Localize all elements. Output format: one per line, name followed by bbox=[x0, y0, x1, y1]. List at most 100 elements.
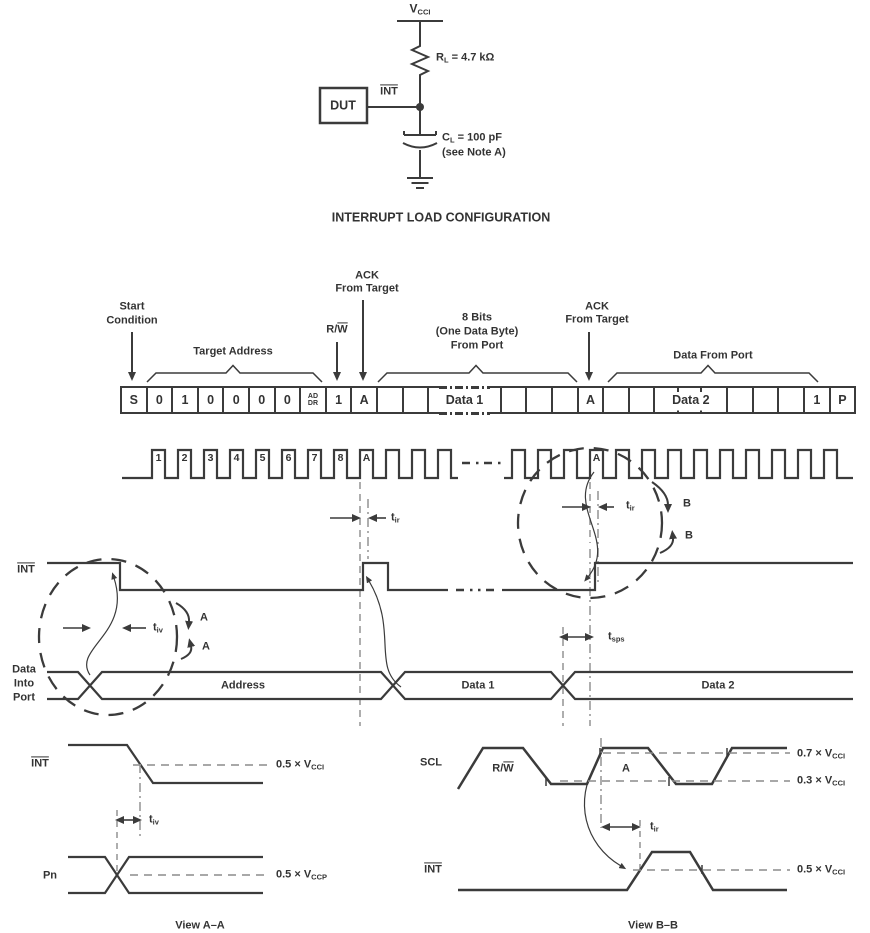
clock-label-4: 4 bbox=[234, 452, 240, 464]
bus-address-label: Address bbox=[220, 679, 266, 692]
view-b-ref-03: 0.3 × VCCI bbox=[797, 774, 846, 788]
timing-arrows bbox=[63, 503, 614, 641]
view-a-tiv-label: tiv bbox=[149, 813, 159, 827]
cell-bit: 0 bbox=[148, 388, 174, 412]
frame-braces bbox=[146, 364, 819, 383]
crossing-ticks bbox=[545, 748, 728, 874]
int-signal-label: INT bbox=[17, 563, 35, 576]
cell-bit bbox=[553, 388, 579, 412]
bus-data1-label: Data 1 bbox=[461, 679, 495, 692]
view-b-ref-05: 0.5 × VCCI bbox=[797, 863, 846, 877]
cell-bit: 0 bbox=[199, 388, 225, 412]
view-b-scl-label: SCL bbox=[420, 756, 442, 769]
view-b-ref-label-1: B bbox=[683, 497, 691, 510]
clock-label-3: 3 bbox=[208, 452, 214, 464]
bits-label-1: 8 Bits bbox=[462, 311, 492, 324]
detail-circles bbox=[37, 446, 664, 717]
view-b-int-label: INT bbox=[424, 863, 442, 876]
clock-label-ack: A bbox=[363, 452, 371, 464]
detail-circle-b bbox=[516, 446, 664, 600]
view-a-ref-pn: 0.5 × VCCP bbox=[276, 868, 328, 882]
view-b-scl-wave bbox=[456, 746, 787, 790]
view-b-ref-07: 0.7 × VCCI bbox=[797, 747, 846, 761]
view-a-int-wave bbox=[68, 743, 263, 785]
cap-note: (see Note A) bbox=[442, 146, 506, 159]
cell-bit: 0 bbox=[250, 388, 276, 412]
cell-bit: 0 bbox=[224, 388, 250, 412]
bits-label-2: (One Data Byte) bbox=[435, 325, 519, 338]
cell-bit bbox=[404, 388, 430, 412]
cell-ack2: A bbox=[579, 388, 605, 412]
tiv-label: tiv bbox=[153, 621, 163, 635]
view-b-caption: View B–B bbox=[628, 919, 678, 932]
cell-bit: 0 bbox=[276, 388, 302, 412]
view-b-rw-label: R/W bbox=[492, 762, 514, 775]
cell-ack: A bbox=[352, 388, 378, 412]
bus-data2-label: Data 2 bbox=[701, 679, 735, 692]
data-byte-brace bbox=[377, 364, 578, 383]
cell-bit bbox=[378, 388, 404, 412]
cell-data1: Data 1 bbox=[429, 385, 502, 415]
view-a-pn-label: Pn bbox=[42, 869, 58, 882]
bits-label-3: From Port bbox=[450, 339, 504, 352]
sub: CCI bbox=[417, 7, 431, 17]
view-a-arrow-up bbox=[180, 638, 196, 660]
ack2-label-2: From Target bbox=[565, 313, 629, 326]
target-address-label: Target Address bbox=[193, 345, 273, 358]
cell-bit bbox=[754, 388, 780, 412]
view-arrows bbox=[175, 481, 678, 660]
start-condition-label-2: Condition bbox=[106, 314, 158, 327]
port-label-1: Data bbox=[12, 663, 36, 676]
circuit-title: INTERRUPT LOAD CONFIGURATION bbox=[331, 210, 551, 225]
vcc-label: VCCI bbox=[409, 1, 431, 17]
dut-label: DUT bbox=[330, 98, 356, 113]
clock-label-2: 2 bbox=[182, 452, 188, 464]
target-address-brace bbox=[146, 364, 323, 383]
view-b-ref-label-2: B bbox=[685, 529, 693, 542]
ack2-label-1: ACK bbox=[585, 300, 609, 313]
view-b-arrow-up bbox=[659, 530, 678, 554]
view-b-ack-label: A bbox=[622, 762, 630, 775]
rl-label: RL = 4.7 kΩ bbox=[436, 51, 495, 65]
detail-circle-a bbox=[37, 557, 179, 717]
clock-label-1: 1 bbox=[156, 452, 162, 464]
capacitor-top-plate bbox=[403, 131, 437, 136]
cl-label: CL = 100 pF bbox=[442, 131, 502, 145]
view-a-ref-label-2: A bbox=[202, 640, 210, 653]
view-a-int-label: INT bbox=[31, 757, 49, 770]
cell-bit bbox=[527, 388, 554, 412]
cell-one: 1 bbox=[805, 388, 831, 412]
ack1-label-2: From Target bbox=[335, 282, 399, 295]
dut-box bbox=[318, 86, 369, 125]
cell-stop: P bbox=[838, 393, 847, 407]
cell-bit bbox=[728, 388, 754, 412]
data-from-port-brace bbox=[607, 364, 819, 383]
scl-clock-waveform bbox=[122, 448, 853, 480]
view-a-ref-label-1: A bbox=[200, 611, 208, 624]
cell-bit bbox=[630, 388, 656, 412]
clock-label-5: 5 bbox=[260, 452, 266, 464]
view-a-ref-int: 0.5 × VCCI bbox=[276, 758, 325, 772]
view-a-caption: View A–A bbox=[175, 919, 225, 932]
frame-arrows bbox=[128, 300, 593, 381]
view-b-detail bbox=[456, 738, 790, 892]
resistor-symbol bbox=[409, 43, 431, 77]
clock-label-ack2: A bbox=[593, 452, 601, 464]
ack1-label-1: ACK bbox=[355, 269, 379, 282]
wavy-pointers bbox=[86, 471, 627, 870]
view-b-arrow-down bbox=[651, 481, 672, 513]
cell-bit bbox=[502, 388, 528, 412]
sub: L bbox=[449, 135, 455, 145]
clock-label-7: 7 bbox=[312, 452, 318, 464]
capacitor-bottom-plate bbox=[402, 142, 438, 149]
data-from-port-label: Data From Port bbox=[673, 349, 753, 362]
rw-label: R/W bbox=[326, 323, 348, 336]
int-pin-label: INT bbox=[380, 85, 398, 98]
ground-symbol bbox=[407, 177, 433, 189]
cell-start: S bbox=[122, 388, 148, 412]
tir2-label: tir bbox=[626, 499, 635, 513]
clock-label-8: 8 bbox=[338, 452, 344, 464]
port-label-3: Port bbox=[13, 691, 35, 704]
